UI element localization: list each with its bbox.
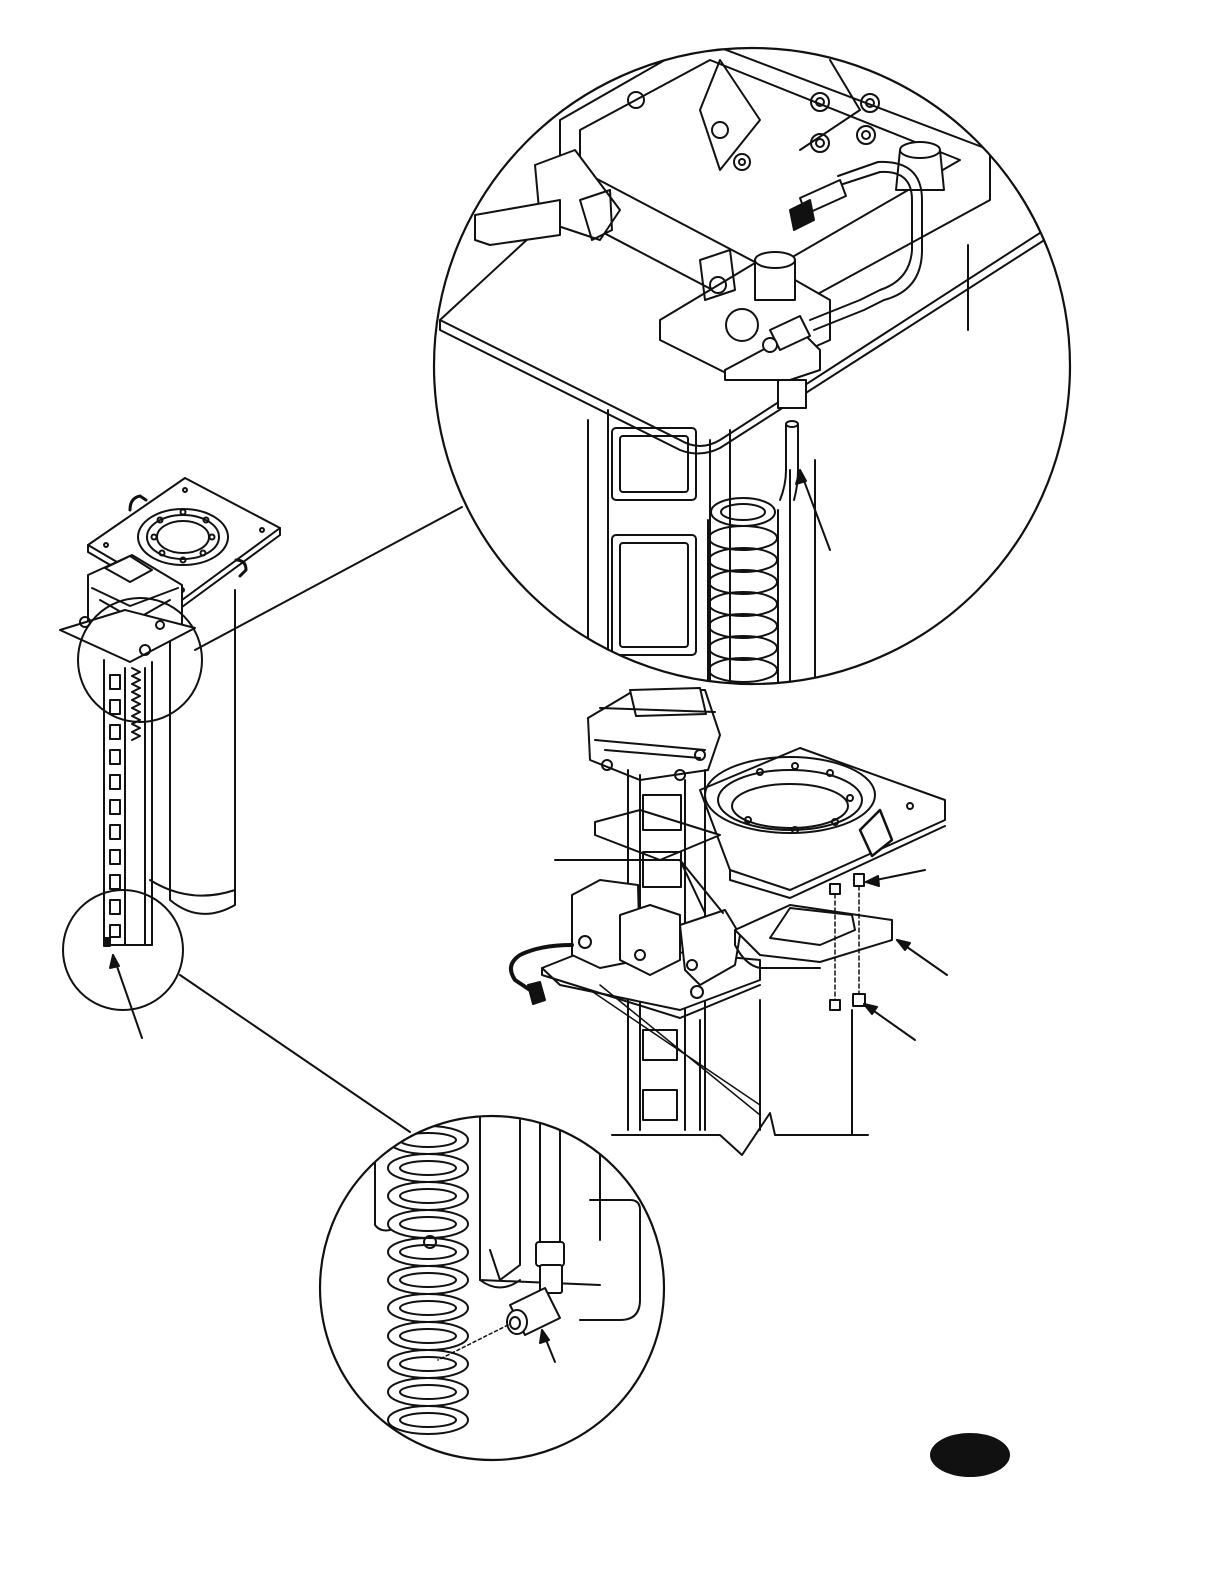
coil-spring-bottom xyxy=(388,1126,468,1434)
detail-marker-circle-lower xyxy=(63,890,183,1010)
leader-arrow-left xyxy=(113,955,142,1038)
overview-assembly xyxy=(60,478,280,1038)
elbow-fitting xyxy=(507,1242,564,1335)
coil-spring-top xyxy=(708,498,778,690)
callout-line-bottom xyxy=(180,975,410,1132)
detail-circle-bottom xyxy=(320,1116,664,1460)
detail-view-bottom xyxy=(320,1110,664,1460)
cover-plate xyxy=(735,905,892,962)
overview-coil xyxy=(132,668,140,740)
page-number-badge xyxy=(930,1433,1010,1477)
detail-view-top xyxy=(434,40,1070,700)
exploded-assembly xyxy=(511,688,947,1155)
